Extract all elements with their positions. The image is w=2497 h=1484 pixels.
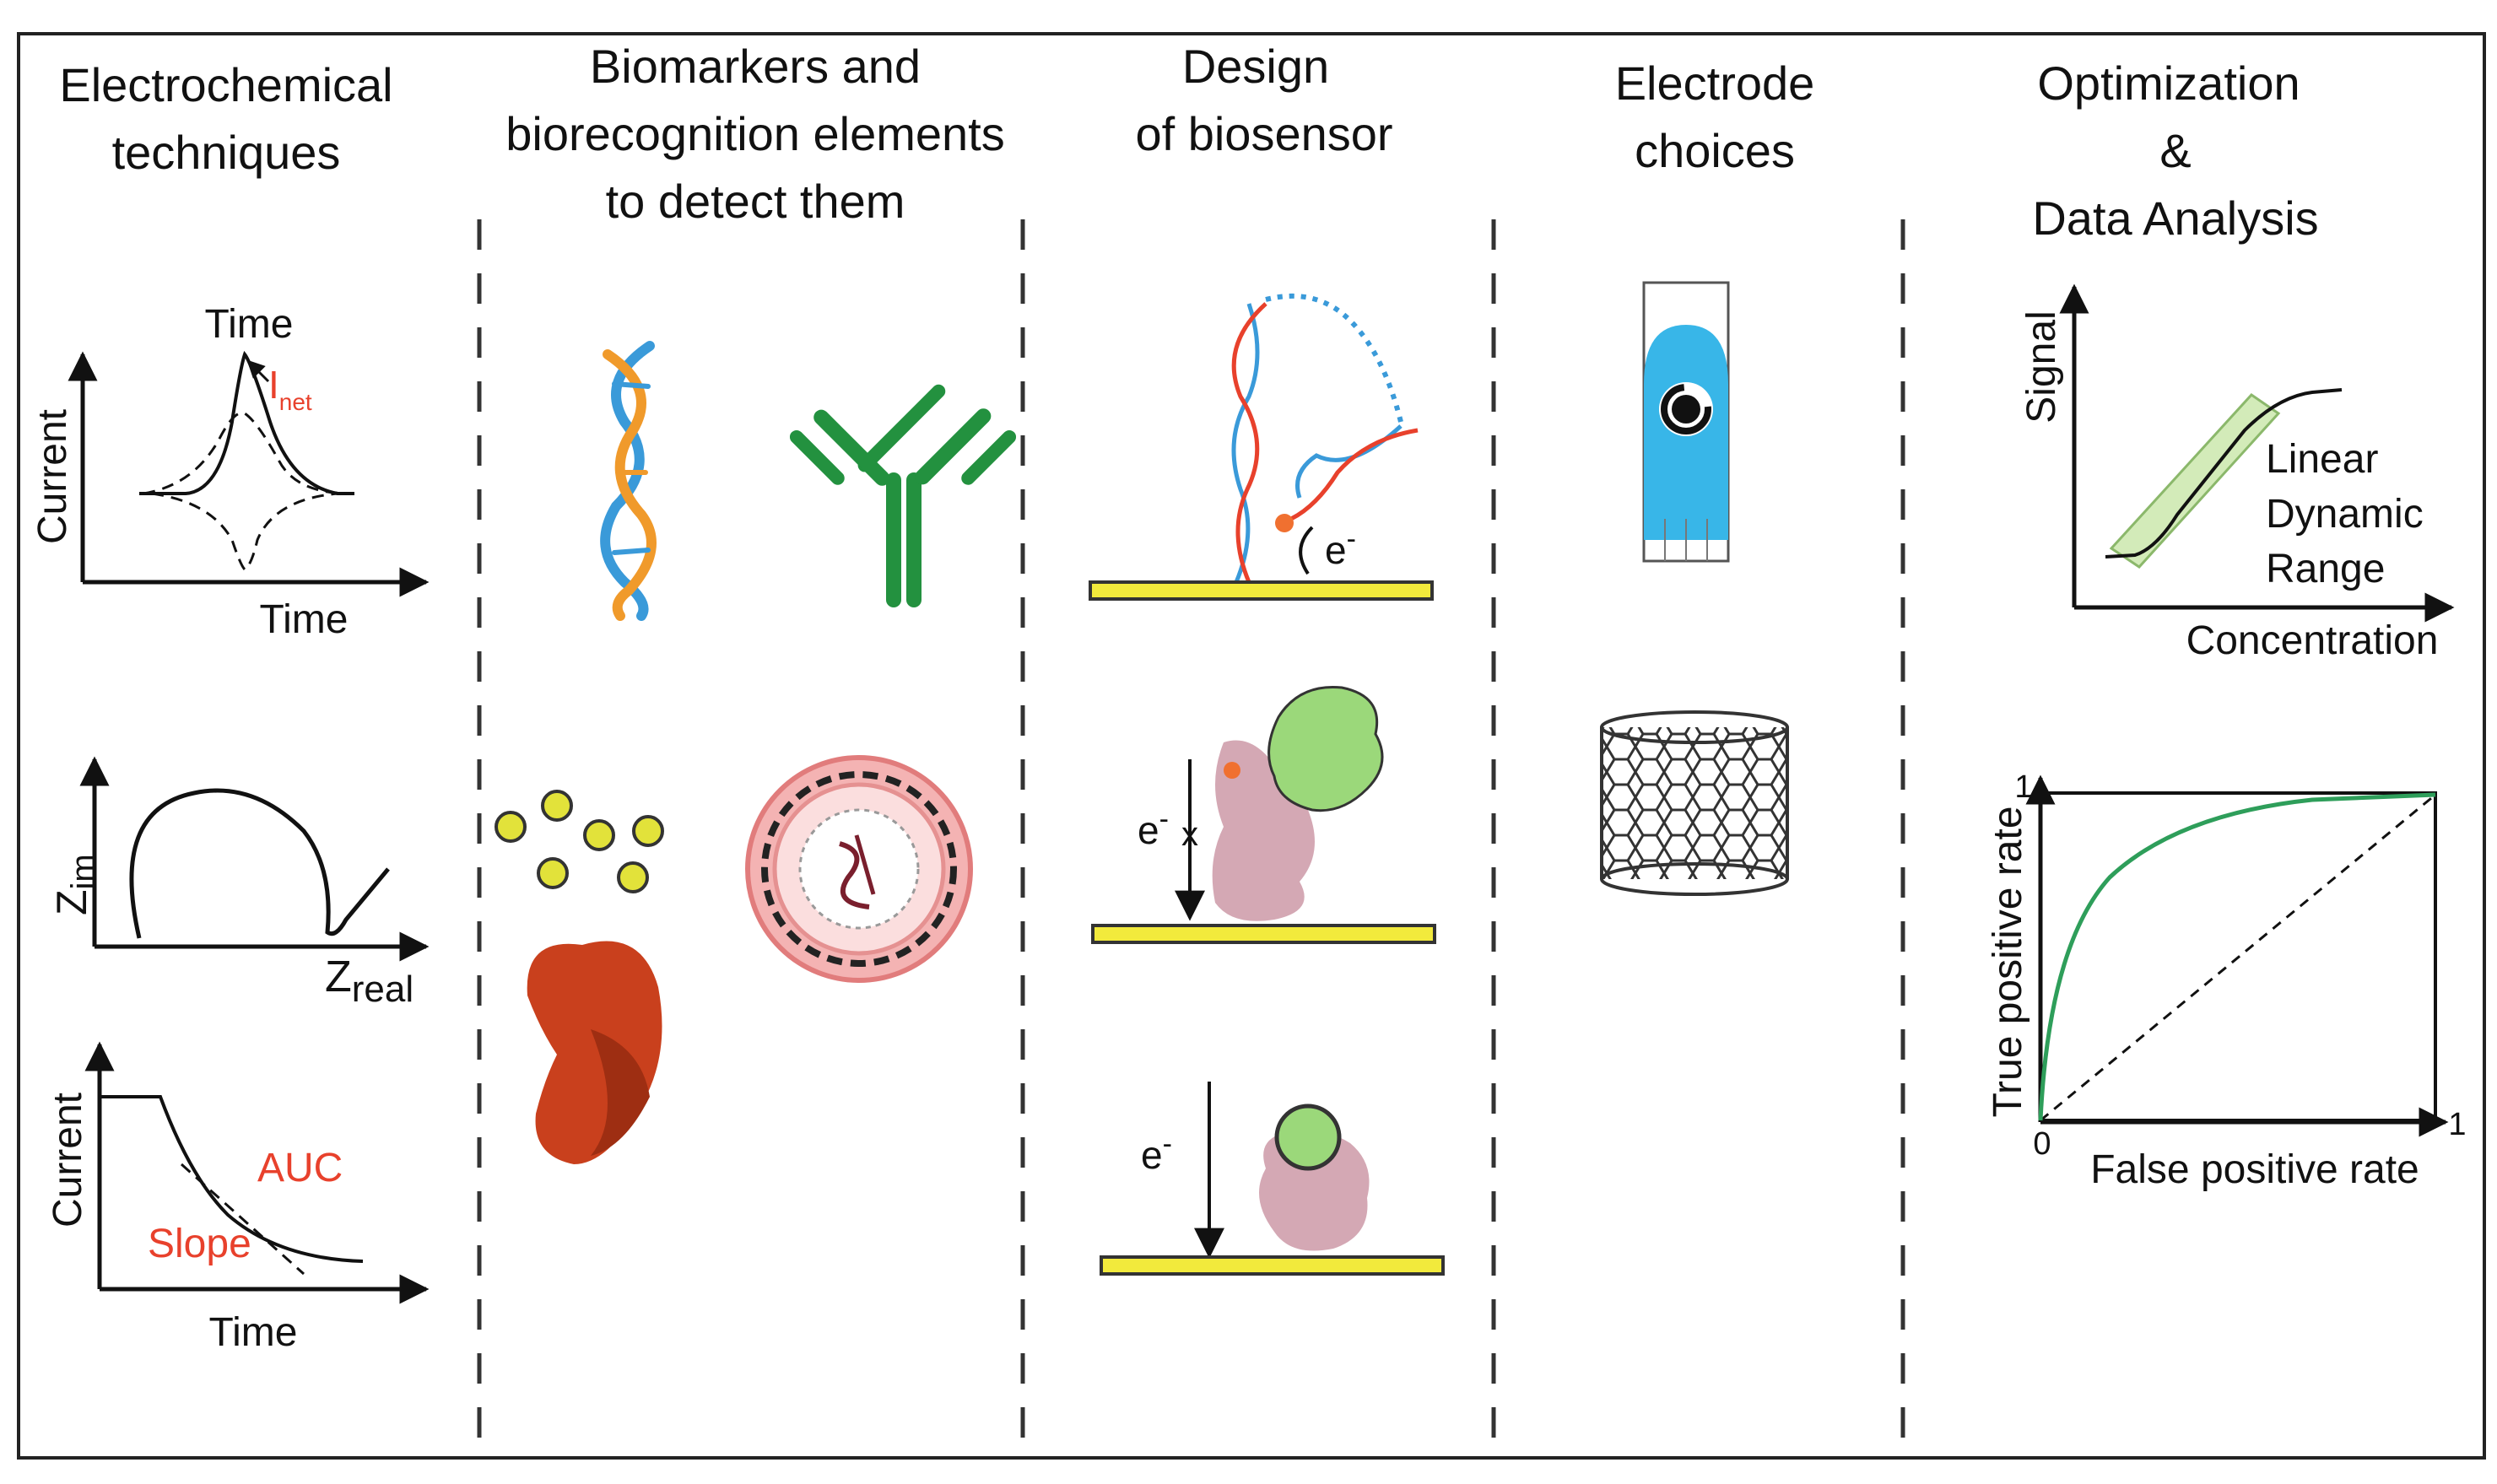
col2-title-line2: biorecognition elements [505, 107, 1004, 160]
exosome-icon [745, 755, 973, 983]
col2-title-line3: to detect them [606, 175, 905, 228]
inet-label: Inet [268, 363, 312, 415]
enzyme-design: x e- [1091, 685, 1436, 944]
zreal-label: Zreal [325, 952, 413, 1010]
roc-y-label: True positive rate [1986, 806, 2030, 1117]
kidney-icon [527, 941, 662, 1164]
redox-label-dot-2 [1224, 762, 1240, 779]
roc-tick-one-y: 1 [2014, 769, 2032, 805]
voltammetry-y-label: Current [30, 409, 75, 544]
nyquist-semicircle [129, 788, 390, 939]
col3-title-line2: of biosensor [1135, 107, 1392, 160]
col1-title-line2: techniques [112, 126, 341, 179]
aptamer-tail-blue [1295, 424, 1403, 499]
slope-tangent-dashed [180, 1163, 305, 1276]
target-protein-green [1267, 685, 1384, 812]
column-titles: Electrochemical techniques Biomarkers an… [59, 40, 2318, 245]
col5-title-line2: & [2159, 124, 2191, 177]
aptamer-strand-blue [1231, 303, 1260, 583]
slope-label: Slope [148, 1222, 251, 1266]
aptamer-design: e- [1089, 293, 1434, 601]
carbon-nanotube-icon [1600, 710, 1789, 896]
small-molecule-icons [495, 790, 664, 893]
net-current-peak [139, 350, 354, 495]
column-separators [477, 219, 1905, 1451]
col4-title-line1: Electrode [1615, 57, 1815, 110]
reverse-current-dashed [151, 492, 338, 571]
forward-current-dashed [143, 411, 351, 495]
roc-chance-diagonal [2040, 793, 2436, 1122]
calibration-x-label: Concentration [2186, 618, 2439, 663]
ldr-label-line3: Range [2266, 547, 2385, 591]
electrode-bar-3 [1100, 1255, 1445, 1276]
electrode-bar-2 [1091, 924, 1436, 944]
ldr-label-line2: Dynamic [2266, 492, 2424, 537]
electrode-bar-1 [1089, 580, 1434, 601]
screen-printed-electrode-icon [1642, 281, 1730, 563]
transfer-arc [1299, 526, 1314, 575]
roc-tick-zero: 0 [2033, 1126, 2051, 1162]
voltammetry-x-label: Time [260, 597, 349, 642]
roc-plot: True positive rate False positive rate 0… [1986, 769, 2467, 1192]
chrono-y-label: Current [46, 1093, 90, 1228]
col2-title-line1: Biomarkers and [590, 40, 921, 93]
col3-title-line1: Design [1182, 40, 1329, 93]
dna-helix-icon [600, 341, 657, 621]
antibody-icon [789, 384, 1017, 607]
blocked-transfer-mark: x [1181, 816, 1198, 853]
impedance-plot: Zim Zreal [48, 756, 430, 1010]
calibration-plot: Signal Concentration Linear Dynamic Rang… [2019, 283, 2455, 663]
zim-label: Zim [48, 854, 102, 915]
voltammetry-top-label: Time [205, 302, 294, 347]
redox-label-dot [1275, 514, 1294, 532]
electron-label-1: e- [1325, 523, 1356, 572]
roc-curve [2038, 792, 2436, 1121]
auc-label: AUC [257, 1146, 343, 1190]
roc-x-label: False positive rate [2090, 1147, 2419, 1192]
ldr-label-line1: Linear [2266, 437, 2378, 482]
aptamer-tail-red [1289, 428, 1419, 521]
chrono-plot: AUC Slope Current Time [46, 1041, 430, 1355]
electron-label-3: e- [1141, 1128, 1172, 1177]
calibration-curve [2105, 388, 2343, 559]
aptamer-strand-red [1231, 302, 1267, 583]
analyte-green [1274, 1104, 1342, 1171]
col5-title-line1: Optimization [2037, 57, 2300, 110]
roc-tick-one-x: 1 [2448, 1107, 2466, 1142]
col5-title-line3: Data Analysis [2032, 192, 2318, 245]
col1-title-line1: Electrochemical [59, 58, 392, 111]
col4-title-line2: choices [1635, 124, 1795, 177]
aptamer-loop-dotted [1265, 293, 1403, 423]
calibration-y-label: Signal [2019, 310, 2064, 423]
inet-pointer [246, 359, 270, 383]
binding-design: e- [1100, 1082, 1445, 1276]
chrono-decay-curve [101, 1095, 364, 1263]
chrono-x-label: Time [209, 1310, 298, 1355]
electron-label-2: e- [1138, 803, 1169, 852]
voltammetry-plot: Time Inet Current Time [30, 302, 430, 642]
